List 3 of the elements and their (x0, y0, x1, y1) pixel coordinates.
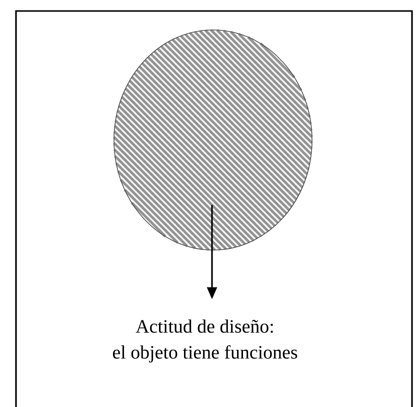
hatched-ellipse (113, 29, 313, 251)
frame-box (15, 10, 413, 407)
caption-text: Actitud de diseño: el objeto tiene funciones (112, 319, 298, 363)
